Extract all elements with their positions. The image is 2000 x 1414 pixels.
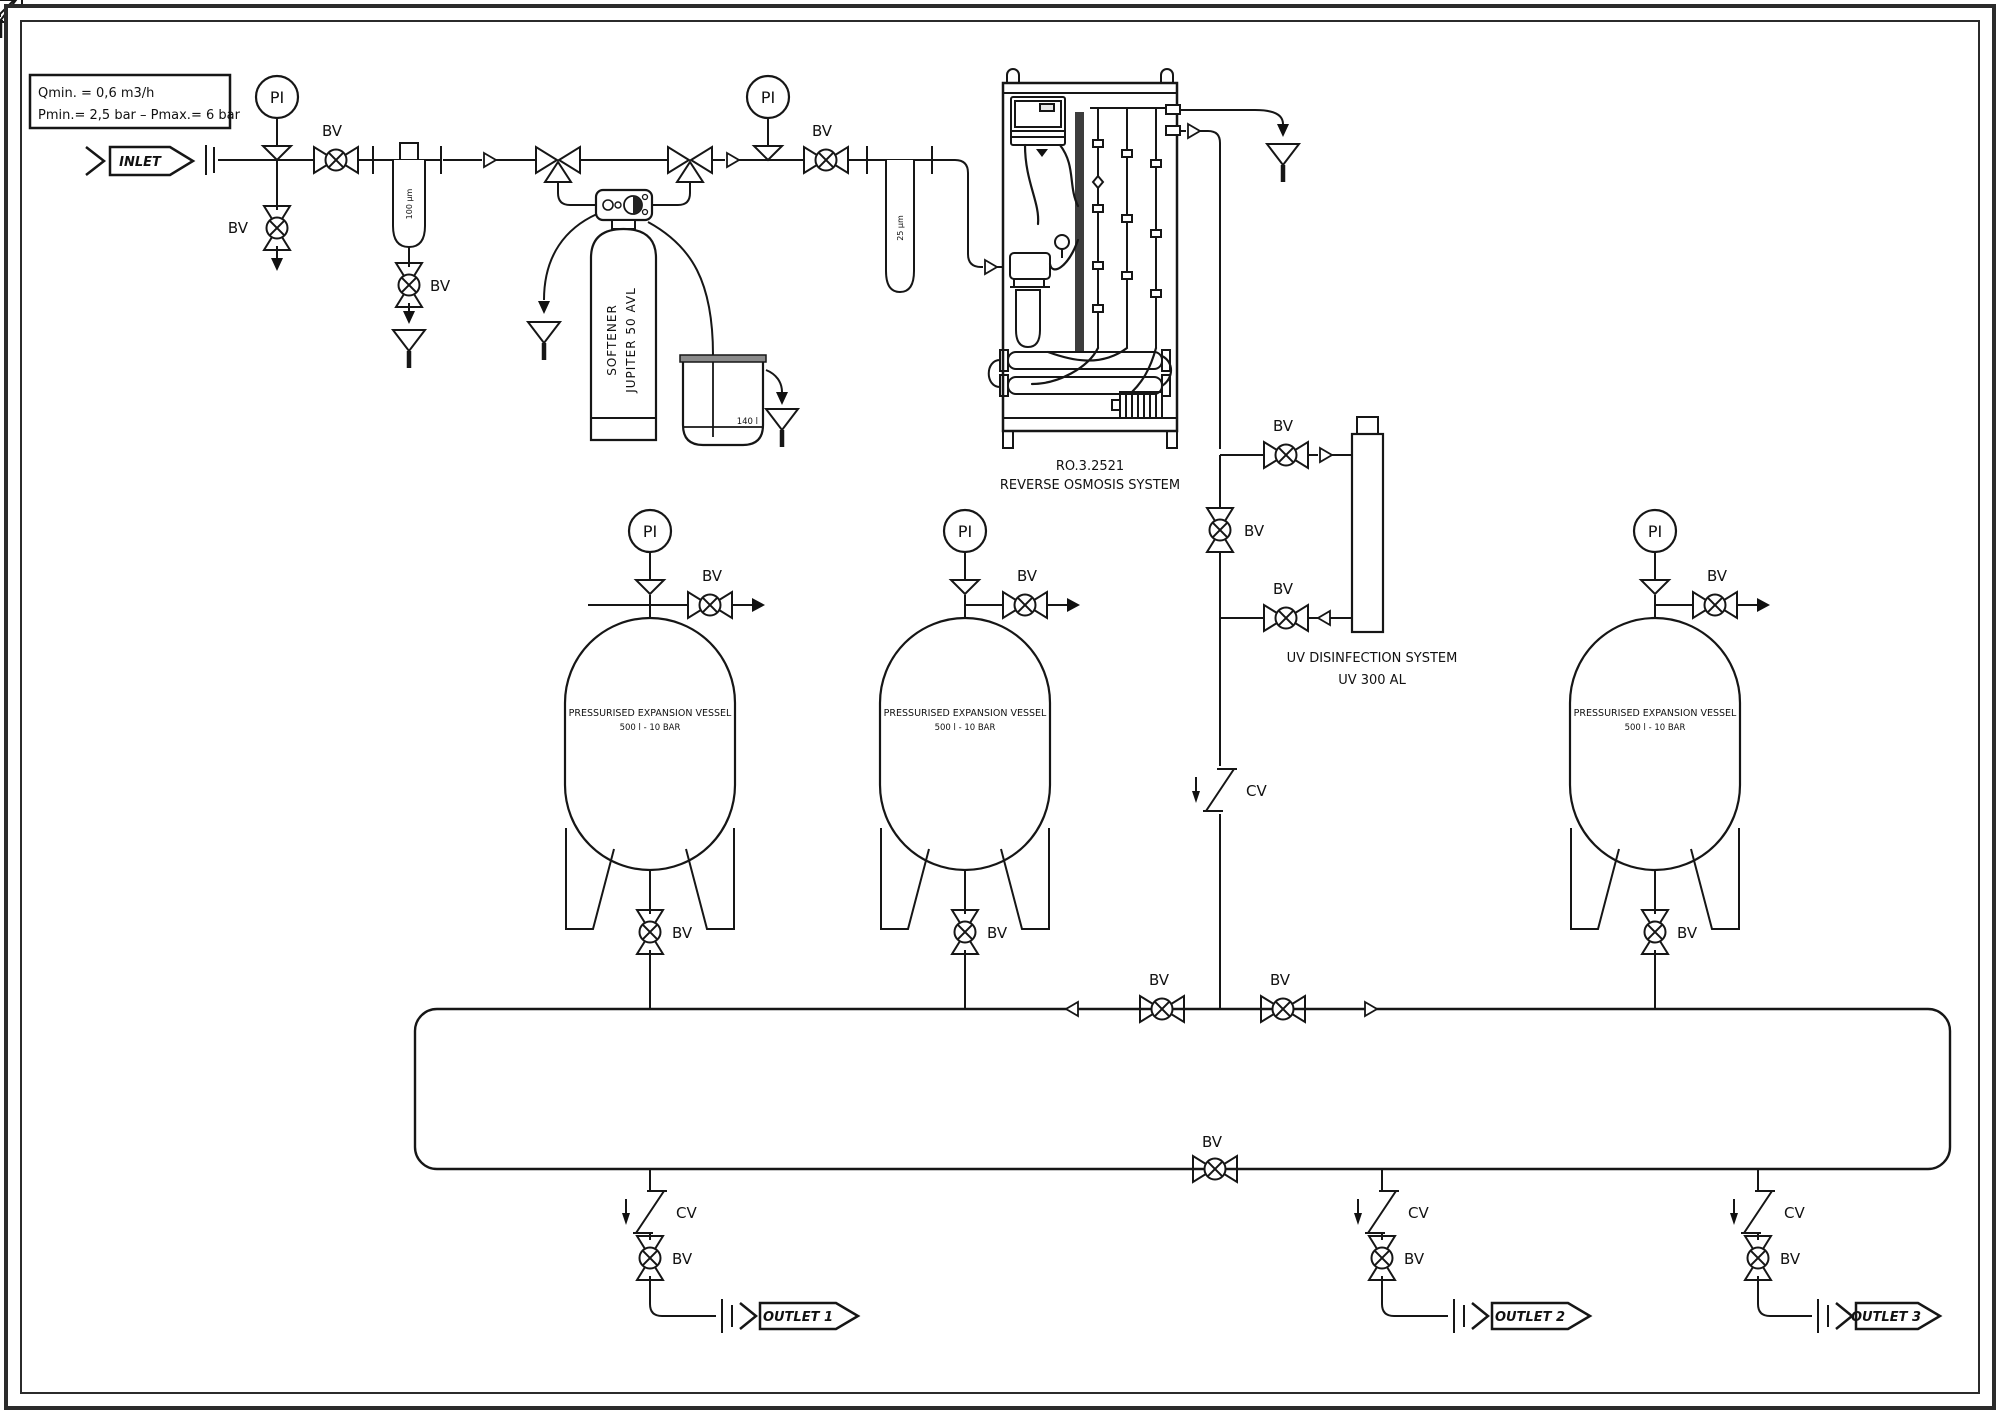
bv-label: BV <box>322 122 343 140</box>
vessel-label-1: PRESSURISED EXPANSION VESSEL <box>569 708 732 719</box>
cv-label: CV <box>1784 1204 1805 1222</box>
expansion-vessel-3: PI BV PRESSURISED EXPANSION VESSEL 500 l… <box>1568 508 1770 1009</box>
bv-label: BV <box>1244 522 1265 540</box>
permeate-main-line <box>1180 130 1352 1009</box>
vessel-label-1: PRESSURISED EXPANSION VESSEL <box>1574 708 1737 719</box>
bv-label: BV <box>987 924 1008 942</box>
bv-label: BV <box>1270 971 1291 989</box>
bv-label: BV <box>1273 417 1294 435</box>
design-conditions-box: Qmin. = 0,6 m3/h Pmin.= 2,5 bar – Pmax.=… <box>28 73 241 130</box>
inlet-pipe <box>218 146 1003 268</box>
outlet-branch-1: CV BV OUTLET 1 <box>621 1169 861 1334</box>
outlet-branch-2: CV BV OUTLET 2 <box>1353 1169 1593 1334</box>
uv-model-label: UV 300 AL <box>1338 673 1406 688</box>
outlet-label: OUTLET 3 <box>1851 1310 1921 1325</box>
info-line-1: Qmin. = 0,6 m3/h <box>38 86 154 101</box>
outlet-label: OUTLET 1 <box>763 1310 833 1325</box>
cv-label: CV <box>1408 1204 1429 1222</box>
vessel-label-2: 500 l - 10 BAR <box>620 723 681 733</box>
bv-label: BV <box>702 567 723 585</box>
bv-label: BV <box>1202 1133 1223 1151</box>
inlet-drain-branch: BV <box>228 160 291 271</box>
pi-label: PI <box>1648 522 1662 541</box>
filter-rating-label: 100 µm <box>405 188 414 219</box>
pi-label: PI <box>643 522 657 541</box>
cv-label: CV <box>676 1204 697 1222</box>
vessel-label-2: 500 l - 10 BAR <box>1625 723 1686 733</box>
softener-label-2: JUPITER 50 AVL <box>624 287 638 394</box>
bv-label: BV <box>1677 924 1698 942</box>
bv-label: BV <box>1149 971 1170 989</box>
bv-label: BV <box>1273 580 1294 598</box>
bv-label: BV <box>1404 1250 1425 1268</box>
bv-label: BV <box>812 122 833 140</box>
bv-label: BV <box>228 219 249 237</box>
pi-label: PI <box>958 522 972 541</box>
uv-name-label: UV DISINFECTION SYSTEM <box>1287 651 1458 666</box>
bv-label: BV <box>672 924 693 942</box>
pressure-gauge-prefilter: PI <box>745 74 791 161</box>
inlet-tag: INLET <box>85 145 196 177</box>
expansion-vessel-1: PI BV PRESSURISED EXPANSION VESSEL 500 l… <box>563 508 765 1009</box>
bv-label: BV <box>1017 567 1038 585</box>
brine-volume-label: 140 l <box>737 417 758 427</box>
inlet-label: INLET <box>119 155 162 170</box>
softener-unit: SOFTENER JUPITER 50 AVL 140 l <box>528 146 798 447</box>
ro-model-label: RO.3.2521 <box>1056 459 1124 474</box>
bv-label: BV <box>672 1250 693 1268</box>
bv-label: BV <box>1707 567 1728 585</box>
bv-label: BV <box>430 277 451 295</box>
vessel-label-2: 500 l - 10 BAR <box>935 723 996 733</box>
filter-25um: 25 µm <box>885 160 915 294</box>
outlet-branch-3: CV BV OUTLET 3 <box>1729 1169 1943 1334</box>
ro-concentrate-drain <box>1180 109 1299 182</box>
filter-100um: 100 µm BV <box>393 142 451 368</box>
bv-label: BV <box>1780 1250 1801 1268</box>
uv-disinfection-unit: UV DISINFECTION SYSTEM UV 300 AL <box>1287 416 1458 688</box>
softener-label-1: SOFTENER <box>605 304 619 376</box>
reverse-osmosis-unit <box>987 68 1181 449</box>
info-line-2: Pmin.= 2,5 bar – Pmax.= 6 bar <box>38 108 241 123</box>
pressure-gauge-inlet: PI <box>254 74 300 161</box>
outlet-label: OUTLET 2 <box>1495 1310 1565 1325</box>
vessel-label-1: PRESSURISED EXPANSION VESSEL <box>884 708 1047 719</box>
pi-label: PI <box>761 88 775 107</box>
cv-label: CV <box>1246 782 1267 800</box>
filter-rating-label: 25 µm <box>896 215 905 241</box>
ro-name-label: REVERSE OSMOSIS SYSTEM <box>1000 478 1180 493</box>
distribution-manifold <box>413 1007 1952 1171</box>
expansion-vessel-2: PI BV PRESSURISED EXPANSION VESSEL 500 l… <box>878 508 1080 1009</box>
pi-label: PI <box>270 88 284 107</box>
